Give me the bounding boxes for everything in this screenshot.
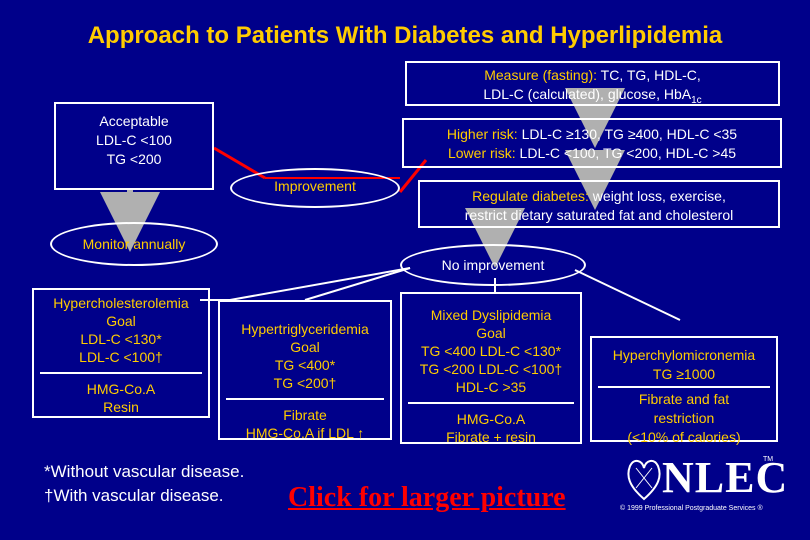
mixed-line4: TG <200 LDL-C <100† xyxy=(419,361,563,377)
logo-text: NLEC xyxy=(662,453,789,502)
hyperchol-line1: Hypercholesterolemia xyxy=(53,295,189,311)
hyperchol-divider xyxy=(40,372,202,374)
improvement-label: Improvement xyxy=(274,178,356,194)
measure-text: TC, TG, HDL-C, xyxy=(597,67,701,83)
chylo-line2: TG ≥1000 xyxy=(652,366,716,382)
hypertrig-line5: Fibrate xyxy=(283,407,327,423)
hypertriglyceridemia-box: Hypertriglyceridemia Goal TG <400* TG <2… xyxy=(218,300,392,441)
hypertrig-line1: Hypertriglyceridemia xyxy=(241,321,369,337)
footnote-with-vascular: †With vascular disease. xyxy=(44,486,224,505)
logo-tm: TM xyxy=(763,456,774,463)
improvement-oval: Improvement xyxy=(230,168,400,208)
higher-risk-text: LDL-C ≥130, TG ≥400, HDL-C <35 xyxy=(517,126,738,142)
acceptable-line3: TG <200 xyxy=(106,151,162,167)
hypertrig-line2: Goal xyxy=(290,339,320,355)
mixed-line5: HDL-C >35 xyxy=(455,379,527,395)
lower-risk-label: Lower risk: xyxy=(447,145,516,161)
heart-logo-icon xyxy=(627,460,661,501)
measure-line2: LDL-C (calculated), glucose, HbA xyxy=(483,86,692,102)
lower-risk-text: LDL-C <100, TG <200, HDL-C >45 xyxy=(515,145,737,161)
mixed-divider xyxy=(408,402,574,404)
hyperchylomicronemia-box: Hyperchylomicronemia TG ≥1000 Fibrate an… xyxy=(590,336,778,445)
hyperchol-line3: LDL-C <130* xyxy=(80,331,162,347)
chylo-line4: restriction xyxy=(653,410,715,426)
regulate-box: Regulate diabetes: weight loss, exercise… xyxy=(418,180,780,228)
no-improvement-label: No improvement xyxy=(441,257,545,273)
nlec-logo: NLEC TM xyxy=(618,452,787,512)
no-improvement-oval: No improvement xyxy=(400,244,586,286)
mixed-line2: Goal xyxy=(476,325,506,341)
footnote-without-vascular: *Without vascular disease. xyxy=(44,462,245,481)
hyperchol-line5: HMG-Co.A xyxy=(86,381,156,397)
regulate-line2: restrict dietary saturated fat and chole… xyxy=(464,207,734,223)
mixed-line1: Mixed Dyslipidemia xyxy=(430,307,552,323)
risk-box: Higher risk: LDL-C ≥130, TG ≥400, HDL-C … xyxy=(402,118,782,168)
monitor-label: Monitor annually xyxy=(82,236,186,252)
mixed-line3: TG <400 LDL-C <130* xyxy=(420,343,562,359)
hypertrig-line4: TG <200† xyxy=(273,375,337,391)
copyright-text: © 1999 Professional Postgraduate Service… xyxy=(620,505,763,512)
acceptable-box: Acceptable LDL-C <100 TG <200 xyxy=(54,102,214,190)
hypertrig-line6: HMG-Co.A if LDL ↑ xyxy=(245,425,365,441)
page-title: Approach to Patients With Diabetes and H… xyxy=(87,22,723,49)
measure-box: Measure (fasting): TC, TG, HDL-C, LDL-C … xyxy=(405,61,780,106)
larger-picture-link[interactable]: Click for larger picture xyxy=(288,482,566,513)
chylo-line1: Hyperchylomicronemia xyxy=(612,347,756,363)
hypercholesterolemia-box: Hypercholesterolemia Goal LDL-C <130* LD… xyxy=(32,288,210,418)
measure-sub: 1c xyxy=(691,94,702,106)
hyperchol-line2: Goal xyxy=(106,313,136,329)
monitor-oval: Monitor annually xyxy=(50,222,218,266)
chylo-line5: (<10% of calories) xyxy=(627,429,741,445)
hypertrig-divider xyxy=(226,398,384,400)
acceptable-line2: LDL-C <100 xyxy=(96,132,172,148)
regulate-text: weight loss, exercise, xyxy=(588,188,726,204)
chylo-divider xyxy=(598,386,770,388)
higher-risk-label: Higher risk: xyxy=(446,126,518,142)
acceptable-line1: Acceptable xyxy=(99,113,169,129)
hyperchol-line4: LDL-C <100† xyxy=(79,349,163,365)
mixed-line6: HMG-Co.A xyxy=(456,411,526,427)
chylo-line3: Fibrate and fat xyxy=(638,391,730,407)
regulate-label: Regulate diabetes: xyxy=(472,188,589,204)
measure-label: Measure (fasting): xyxy=(484,67,598,83)
mixed-line7: Fibrate + resin xyxy=(446,429,536,445)
hypertrig-line3: TG <400* xyxy=(274,357,336,373)
mixed-dyslipidemia-box: Mixed Dyslipidemia Goal TG <400 LDL-C <1… xyxy=(400,292,582,445)
hyperchol-line6: Resin xyxy=(103,399,139,415)
